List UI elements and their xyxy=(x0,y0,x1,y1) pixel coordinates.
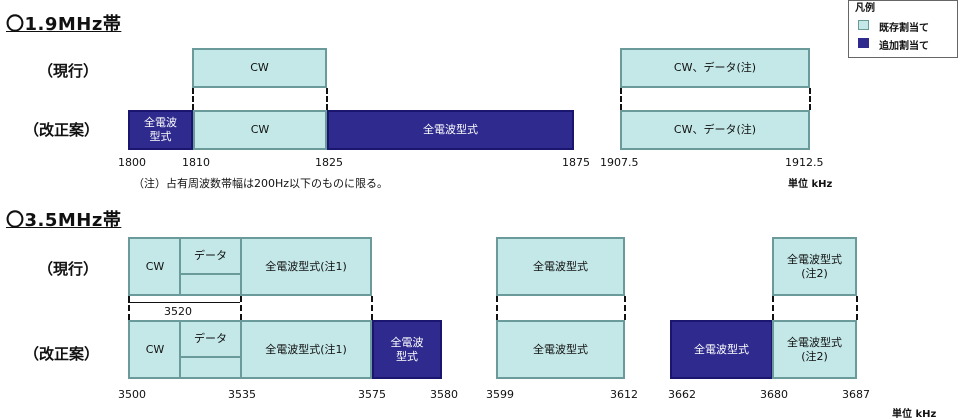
band19-connector xyxy=(326,88,328,110)
band35-proposed-full-mid: 全電波型式 xyxy=(496,320,625,379)
band35-current-full-mid: 全電波型式 xyxy=(496,237,625,296)
legend-existing-label: 既存割当て xyxy=(879,23,929,34)
band35-proposed-cw: CW xyxy=(145,342,165,356)
band19-row-current-label: （現行） xyxy=(38,62,99,80)
band19-tick: 1810 xyxy=(182,156,210,169)
band35-row-proposed-label: （改正案） xyxy=(24,345,100,363)
band19-connector xyxy=(809,88,811,110)
band19-note: （注）占有周波数帯幅は200Hz以下のものに限る。 xyxy=(133,177,389,190)
band35-current-full-note2: 全電波型式 (注2) xyxy=(772,237,857,296)
band35-tick: 3500 xyxy=(118,388,146,401)
band19-current-cw: CW xyxy=(192,48,327,88)
band35-connector xyxy=(240,296,242,320)
band35-tick: 3687 xyxy=(842,388,870,401)
band19-tick: 1907.5 xyxy=(600,156,639,169)
band35-current-data: データ xyxy=(179,237,242,275)
band19-row-proposed-label: （改正案） xyxy=(24,121,100,139)
band19-unit: 単位 kHz xyxy=(788,179,833,190)
band35-tick: 3575 xyxy=(358,388,386,401)
band35-proposed-full-added-2: 全電波型式 xyxy=(670,320,773,379)
band35-sub-tick: 3520 xyxy=(164,305,192,318)
band35-current-cw: CW xyxy=(130,239,180,294)
band35-sub-tick-line xyxy=(128,302,240,303)
band35-title: 〇3.5MHz帯 xyxy=(6,210,122,231)
band19-tick: 1800 xyxy=(118,156,146,169)
band35-connector xyxy=(856,296,858,320)
band35-tick: 3612 xyxy=(610,388,638,401)
band35-proposed-full-note2: 全電波型式 (注2) xyxy=(772,320,857,379)
band19-connector xyxy=(192,88,194,110)
band35-proposed-full-added: 全電波 型式 xyxy=(372,320,442,379)
band35-connector xyxy=(772,296,774,320)
band35-tick: 3535 xyxy=(228,388,256,401)
band35-current-divider xyxy=(240,237,242,296)
band19-tick: 1875 xyxy=(562,156,590,169)
band35-unit: 単位 kHz xyxy=(892,409,937,420)
band35-tick: 3662 xyxy=(668,388,696,401)
legend: 凡例 既存割当て 追加割当て xyxy=(848,0,958,58)
band19-current-cw-data: CW、データ(注) xyxy=(620,48,810,88)
band19-title: 〇1.9MHz帯 xyxy=(6,14,122,35)
band35-proposed-divider xyxy=(179,358,181,379)
band35-row-current-label: （現行） xyxy=(38,260,99,278)
band35-proposed-group xyxy=(128,320,372,379)
band35-current-divider xyxy=(179,275,181,296)
legend-existing-swatch xyxy=(858,20,869,30)
band35-tick: 3599 xyxy=(486,388,514,401)
legend-added-swatch xyxy=(858,38,869,48)
band35-connector xyxy=(624,296,626,320)
legend-added-label: 追加割当て xyxy=(879,41,929,52)
band35-proposed-full-note1: 全電波型式(注1) xyxy=(265,342,347,356)
band19-proposed-full-added-1: 全電波 型式 xyxy=(128,110,193,150)
band19-connector xyxy=(620,88,622,110)
legend-title: 凡例 xyxy=(855,3,875,14)
band35-proposed-data: データ xyxy=(179,320,242,358)
band35-connector xyxy=(128,296,130,320)
band19-tick: 1912.5 xyxy=(785,156,824,169)
band35-current-full-note1: 全電波型式(注1) xyxy=(265,259,347,273)
band19-tick: 1825 xyxy=(315,156,343,169)
band19-proposed-cw-data: CW、データ(注) xyxy=(620,110,810,150)
band35-proposed-divider xyxy=(240,320,242,379)
band35-tick: 3580 xyxy=(430,388,458,401)
band35-connector xyxy=(496,296,498,320)
band19-proposed-full-added-2: 全電波型式 xyxy=(327,110,574,150)
band35-connector xyxy=(371,296,373,320)
band35-tick: 3680 xyxy=(760,388,788,401)
band19-proposed-cw: CW xyxy=(193,110,327,150)
